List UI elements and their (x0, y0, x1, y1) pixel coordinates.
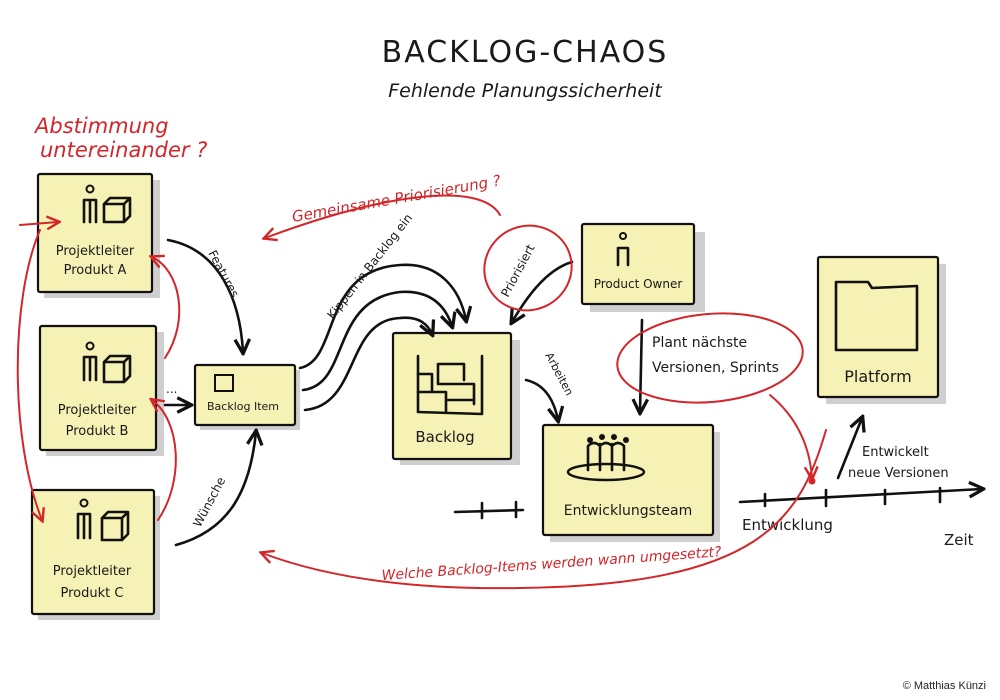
note-label: Projektleiter (53, 564, 132, 579)
backlog-stack-icon (416, 354, 484, 416)
common-priority-question: Gemeinsame Priorisierung ? (291, 171, 502, 225)
coordination-question-line2: untereinander ? (40, 138, 207, 162)
arrow-develops (836, 418, 862, 480)
timeline-axis (738, 489, 982, 504)
label-plans-2: Versionen, Sprints (652, 360, 779, 376)
red-arrow-plans-to-timeline (769, 394, 812, 478)
person-icon (616, 232, 630, 267)
timeline-time-label: Zeit (944, 531, 974, 549)
note-project-lead-b: Projektleiter Produkt B (38, 324, 164, 456)
box-icon (102, 196, 132, 224)
plans-circle (616, 312, 804, 404)
red-arrow-into-a (19, 222, 58, 225)
note-label: Platform (844, 367, 911, 386)
note-label: Entwicklungsteam (564, 503, 693, 519)
box-icon (102, 354, 132, 384)
timeline-development-label: Entwicklung (742, 516, 833, 534)
person-icon (82, 184, 98, 224)
note-label: Produkt C (61, 586, 124, 601)
person-icon (82, 341, 98, 382)
label-ellipsis: ... (166, 382, 177, 396)
which-items-question: Welche Backlog-Items werden wann umgeset… (381, 544, 722, 584)
red-arrow-a-to-c (16, 229, 42, 520)
red-arrow-b-to-a (152, 257, 181, 359)
timeline-marker (808, 477, 816, 485)
note-dev-team: Entwicklungsteam (541, 423, 720, 542)
team-icon (566, 434, 646, 482)
label-wishes: Wünsche (190, 475, 228, 530)
label-plans-1: Plant nächste (652, 335, 747, 351)
label-work: Arbeiten (542, 350, 576, 398)
arrow-dump-1 (298, 263, 466, 370)
arrow-prioritizes (512, 260, 574, 322)
red-arrow-c-to-b (152, 400, 177, 521)
arrow-work (524, 378, 558, 420)
arrow-plans (640, 318, 642, 412)
person-icon (76, 498, 92, 540)
copyright: © Matthias Künzi (902, 680, 986, 692)
subtitle: Fehlende Planungssicherheit (388, 80, 663, 102)
note-label: Backlog Item (207, 400, 279, 413)
red-arrow-common-priority (265, 194, 501, 238)
note-label: Produkt A (64, 263, 127, 278)
arrow-features (166, 238, 243, 352)
label-dump: Kippen in Backlog ein (324, 211, 415, 322)
folder-icon (834, 280, 919, 352)
arrow-dump-2 (301, 290, 452, 392)
small-timeline (453, 500, 525, 520)
prioritizes-circle (483, 224, 573, 312)
note-label: Projektleiter (56, 244, 135, 259)
note-platform: Platform (816, 255, 946, 404)
note-project-lead-c: Projektleiter Produkt C (30, 488, 160, 620)
box-icon (100, 510, 130, 542)
note-backlog-item: Backlog Item (193, 363, 300, 430)
label-features: Features (205, 248, 242, 300)
note-label: Produkt B (66, 424, 129, 439)
note-product-owner: Product Owner (580, 222, 705, 312)
timeline-ticks (763, 486, 942, 508)
note-label: Projektleiter (58, 403, 137, 418)
title: BACKLOG-CHAOS (382, 35, 669, 70)
arrow-wishes (174, 432, 256, 547)
item-icon (214, 374, 234, 392)
note-project-lead-a: Projektleiter Produkt A (36, 172, 160, 298)
red-arrow-which-items (262, 429, 827, 590)
label-develops-1: Entwickelt (862, 445, 929, 460)
note-label: Product Owner (594, 277, 683, 291)
label-develops-2: neue Versionen (848, 466, 949, 481)
coordination-question-line1: Abstimmung (33, 114, 169, 138)
note-label: Backlog (415, 428, 474, 446)
arrow-dump-3 (303, 316, 432, 412)
note-backlog: Backlog (391, 331, 520, 465)
